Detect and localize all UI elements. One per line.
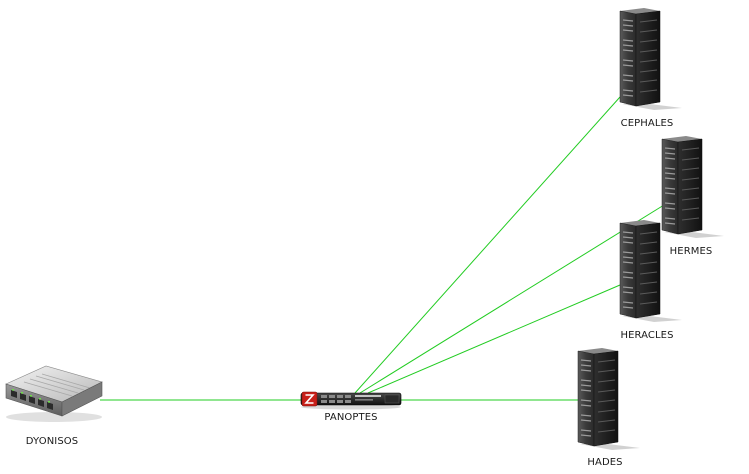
node-panoptes[interactable]	[299, 390, 403, 410]
server-tower-icon	[619, 220, 682, 322]
node-heracles[interactable]	[614, 220, 684, 322]
server-tower-icon	[619, 8, 682, 110]
server-tower-icon	[577, 348, 640, 450]
node-label-hermes: HERMES	[669, 246, 713, 257]
node-dyonisos[interactable]	[2, 362, 104, 424]
node-label-cephales: CEPHALES	[620, 118, 674, 129]
node-label-hades: HADES	[587, 457, 623, 468]
node-label-heracles: HERACLES	[620, 330, 674, 341]
link-panoptes-heracles	[367, 284, 621, 394]
node-label-panoptes: PANOPTES	[324, 412, 378, 423]
network-switch-icon	[5, 365, 103, 422]
node-hermes[interactable]	[656, 136, 726, 238]
node-label-dyonisos: DYONISOS	[25, 436, 79, 447]
link-panoptes-hermes	[359, 204, 665, 394]
link-panoptes-cephales	[354, 96, 621, 394]
node-cephales[interactable]	[614, 8, 684, 110]
firewall-appliance-icon	[300, 391, 402, 410]
server-tower-icon	[661, 136, 724, 238]
node-hades[interactable]	[572, 348, 642, 450]
